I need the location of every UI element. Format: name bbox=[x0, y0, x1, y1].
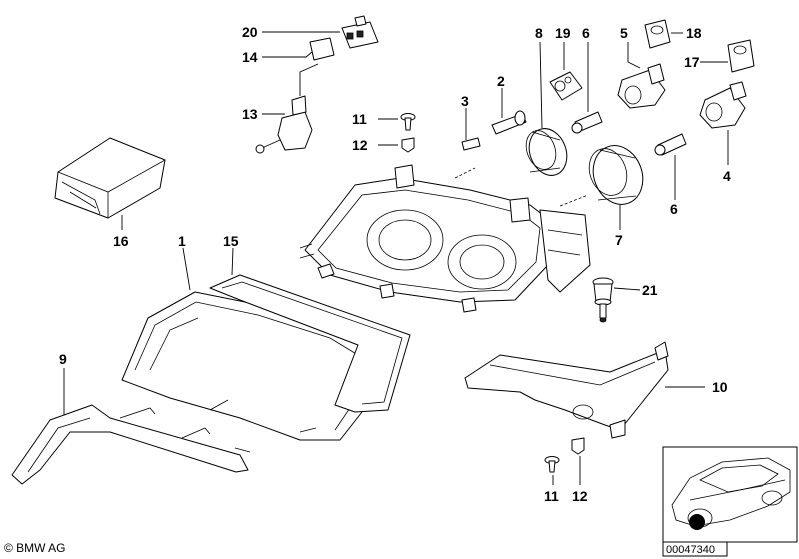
bulb-small-2 bbox=[491, 110, 527, 135]
bulb-kit-box bbox=[54, 137, 166, 219]
callout-6-lower: 6 bbox=[670, 201, 678, 217]
clip-upper bbox=[401, 137, 415, 153]
bulb-cap-17 bbox=[727, 39, 755, 73]
callout-2: 2 bbox=[497, 73, 505, 89]
callout-14: 14 bbox=[242, 49, 258, 65]
callout-13: 13 bbox=[242, 106, 258, 122]
callout-8: 8 bbox=[535, 25, 543, 41]
callout-21: 21 bbox=[642, 282, 658, 298]
seal-ring-7 bbox=[588, 145, 644, 205]
clip-lower bbox=[571, 437, 585, 455]
bulb-small-6-upper bbox=[571, 111, 603, 134]
callout-12-upper: 12 bbox=[352, 137, 368, 153]
adjuster-screw bbox=[592, 277, 614, 323]
lens-gasket bbox=[209, 274, 411, 413]
callout-11-lower: 11 bbox=[544, 488, 559, 504]
callout-3: 3 bbox=[461, 93, 469, 109]
screw-lower bbox=[544, 456, 560, 473]
document-number: 00047340 bbox=[666, 544, 715, 556]
leader-lines bbox=[63, 31, 729, 485]
bulb-with-harness bbox=[255, 63, 319, 154]
callout-4: 4 bbox=[723, 168, 731, 184]
bulb-5 bbox=[617, 63, 666, 109]
callout-9: 9 bbox=[59, 351, 67, 367]
bulb-4 bbox=[699, 81, 747, 129]
bulb-cap-18 bbox=[644, 19, 671, 49]
bulb-small-6-lower bbox=[654, 133, 687, 156]
callout-5: 5 bbox=[620, 25, 628, 41]
screw-upper bbox=[400, 113, 416, 131]
callout-labels: 1 15 2 3 4 5 6 6 7 8 9 10 11 12 11 12 13… bbox=[59, 24, 731, 504]
seal-ring-8 bbox=[525, 128, 568, 176]
callout-18: 18 bbox=[686, 25, 702, 41]
callout-1: 1 bbox=[178, 233, 186, 249]
vehicle-locator-inset: 00047340 bbox=[662, 446, 798, 557]
callout-10: 10 bbox=[712, 379, 728, 395]
headlight-housing bbox=[299, 164, 591, 313]
callout-7: 7 bbox=[615, 232, 623, 248]
copyright-text: © BMW AG bbox=[4, 541, 66, 555]
support-bracket bbox=[464, 341, 669, 439]
bulb-small-3 bbox=[461, 137, 481, 151]
callout-12-lower: 12 bbox=[572, 488, 588, 504]
callout-16: 16 bbox=[113, 233, 129, 249]
callout-11-upper: 11 bbox=[352, 111, 367, 127]
callout-20: 20 bbox=[242, 24, 258, 40]
callout-6-upper: 6 bbox=[582, 25, 590, 41]
callout-19: 19 bbox=[555, 25, 571, 41]
connector-large bbox=[341, 15, 379, 49]
lamp-holder bbox=[549, 71, 583, 101]
connector-small bbox=[309, 37, 335, 61]
location-marker-dot bbox=[689, 514, 705, 530]
callout-17: 17 bbox=[684, 54, 700, 70]
callout-15: 15 bbox=[223, 233, 239, 249]
trim-strip bbox=[11, 404, 251, 485]
